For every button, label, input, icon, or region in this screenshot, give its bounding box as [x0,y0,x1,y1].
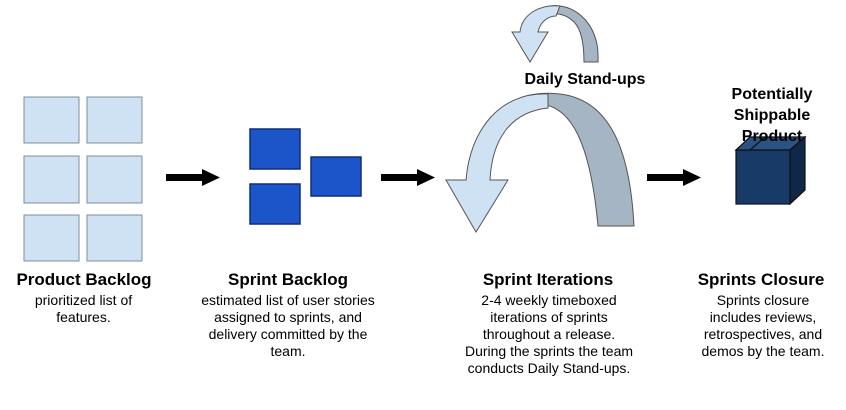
flow-arrow [647,169,701,186]
product-cube [734,135,807,206]
daily-standups-label: Daily Stand-ups [524,71,646,88]
backlog-card [23,96,80,144]
sprint-iterations-loop-arrow [445,92,635,233]
stage-title-product-backlog: Product Backlog [16,270,152,289]
product-label: Potentially Shippable Product [731,86,813,145]
sprint-card [310,156,362,197]
backlog-card [86,214,143,262]
stage-desc-sprint-backlog: estimated list of user stories assigned … [201,292,375,359]
sprint-card [249,183,301,225]
sprint-card [249,128,301,170]
flow-arrow [166,169,220,186]
daily-standups-loop-arrow [511,5,599,63]
stage-desc-product-backlog: prioritized list of features. [34,292,133,325]
stage-title-sprint-backlog: Sprint Backlog [228,270,348,289]
stage-title-sprint-iterations: Sprint Iterations [482,270,614,289]
backlog-card [23,155,80,204]
backlog-card [86,96,143,144]
stage-title-sprints-closure: Sprints Closure [697,270,825,289]
sprint-backlog-cards [249,128,362,225]
stage-desc-sprints-closure: Sprints closure includes reviews, retros… [701,292,825,359]
backlog-card [86,155,143,204]
stage-desc-sprint-iterations: 2-4 weekly timeboxed iterations of sprin… [464,292,634,376]
flow-arrow [381,169,435,186]
backlog-card [23,214,80,262]
product-backlog-grid [23,96,143,262]
